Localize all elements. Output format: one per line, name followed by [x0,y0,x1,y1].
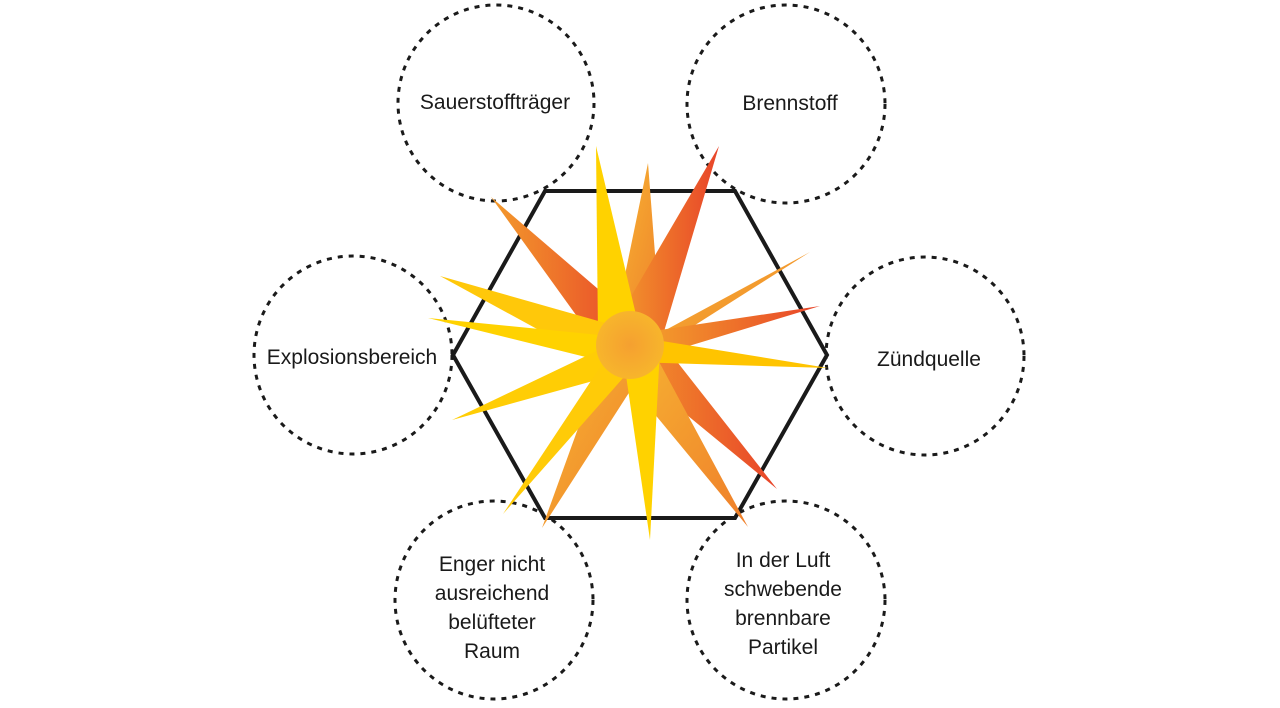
node-label-zuendquelle: Zündquelle [877,348,981,371]
node-label-line: Enger nicht [439,553,545,576]
node-label-line: brennbare [735,607,831,630]
node-label-line: schwebende [724,578,842,601]
node-label-line: Explosionsbereich [267,346,437,369]
node-label-explosionsbereich: Explosionsbereich [267,346,437,369]
node-label-sauerstofftraeger: Sauerstoffträger [420,91,570,114]
star-ray [542,340,650,528]
circle-sauerstofftraeger [396,3,596,203]
node-label-line: Brennstoff [742,92,838,115]
circle-enger-raum [393,499,595,701]
node-label-line: belüfteter [448,611,536,634]
star-ray [452,335,640,420]
explosion-star-icon [428,146,828,540]
star-ray [616,146,719,345]
circle-brennstoff [685,3,887,205]
star-ray [625,335,828,368]
star-core [596,311,664,379]
star-ray [596,146,642,340]
star-ray [503,340,646,514]
circle-partikel [685,499,887,701]
node-label-line: Sauerstoffträger [420,91,570,114]
star-ray [428,318,630,365]
node-label-line: ausreichend [435,582,549,605]
node-label-line: Partikel [748,636,818,659]
star-ray [656,306,820,356]
node-label-brennstoff: Brennstoff [742,92,838,115]
star-ray [622,348,660,540]
node-label-line: Zündquelle [877,348,981,371]
node-label-line: In der Luft [736,549,831,572]
node-label-line: Raum [464,640,520,663]
